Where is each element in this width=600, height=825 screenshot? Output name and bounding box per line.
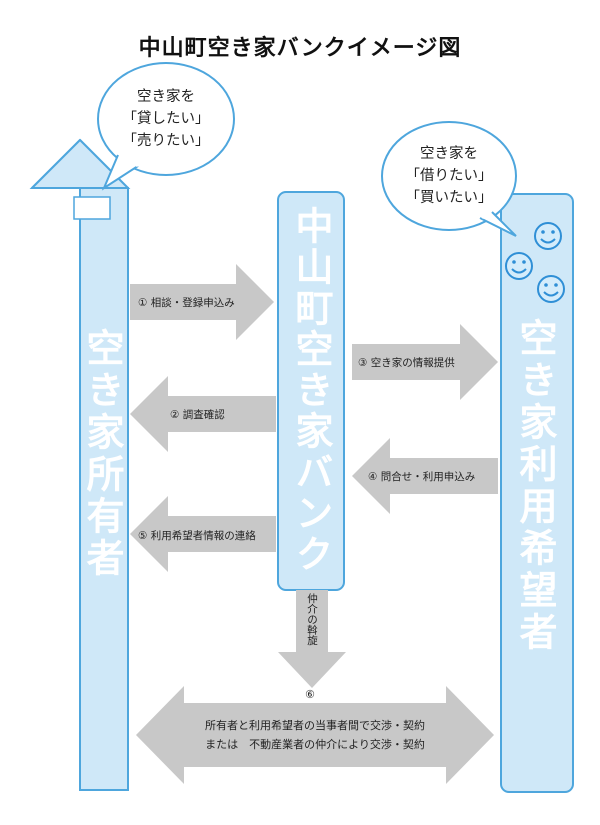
bank-label: 中山町空き家バンク <box>289 206 333 575</box>
flow-label-5: ⑤ 利用希望者情報の連絡 <box>138 530 256 542</box>
flow-label-3: ③ 空き家の情報提供 <box>358 357 455 369</box>
flow-label-1: ① 相談・登録申込み <box>138 297 235 309</box>
flow-label-2: ② 調査確認 <box>170 409 225 421</box>
mediation-number: ⑥ <box>305 688 315 701</box>
owner-bubble-line-2: 「貸したい」 <box>122 111 210 127</box>
user-label: 空き家利用希望者 <box>513 318 557 654</box>
bottom-text: 所有者と利用希望者の当事者間で交渉・契約 または 不動産業者の仲介により交渉・契… <box>184 716 446 754</box>
flow-label-4: ④ 問合せ・利用申込み <box>368 471 476 483</box>
flow-arrow-4 <box>352 438 498 514</box>
owner-speech-bubble <box>97 62 235 191</box>
bottom-line-1: 所有者と利用希望者の当事者間で交渉・契約 <box>205 719 425 732</box>
smiley-face-icon <box>505 252 533 280</box>
bottom-double-arrow <box>136 686 494 784</box>
smiley-face-icon <box>534 222 562 250</box>
smiley-face-icon <box>537 275 565 303</box>
owner-label: 空き家所有者 <box>80 328 124 580</box>
mediation-label: 仲介の斡旋 <box>306 593 318 646</box>
user-bubble-text: 空き家を 「借りたい」 「買いたい」 <box>391 143 507 209</box>
owner-house-window <box>73 196 111 220</box>
owner-bubble-line-3: 「売りたい」 <box>122 133 210 149</box>
user-bubble-line-2: 「借りたい」 <box>405 168 493 184</box>
flow-arrow-5 <box>130 496 276 572</box>
flow-arrow-2 <box>130 376 276 452</box>
user-bubble-line-1: 空き家を <box>420 146 478 162</box>
page-title: 中山町空き家バンクイメージ図 <box>138 36 462 61</box>
flow-arrow-6 <box>278 590 346 688</box>
user-bubble-line-3: 「買いたい」 <box>405 190 493 206</box>
flow-arrow-1 <box>130 264 274 340</box>
flow-arrow-3 <box>352 324 498 400</box>
bottom-line-2: または 不動産業者の仲介により交渉・契約 <box>205 738 425 751</box>
owner-bubble-line-1: 空き家を <box>137 89 195 105</box>
owner-bubble-text: 空き家を 「貸したい」 「売りたい」 <box>108 86 224 152</box>
user-speech-bubble <box>381 121 517 237</box>
user-box <box>500 193 574 793</box>
